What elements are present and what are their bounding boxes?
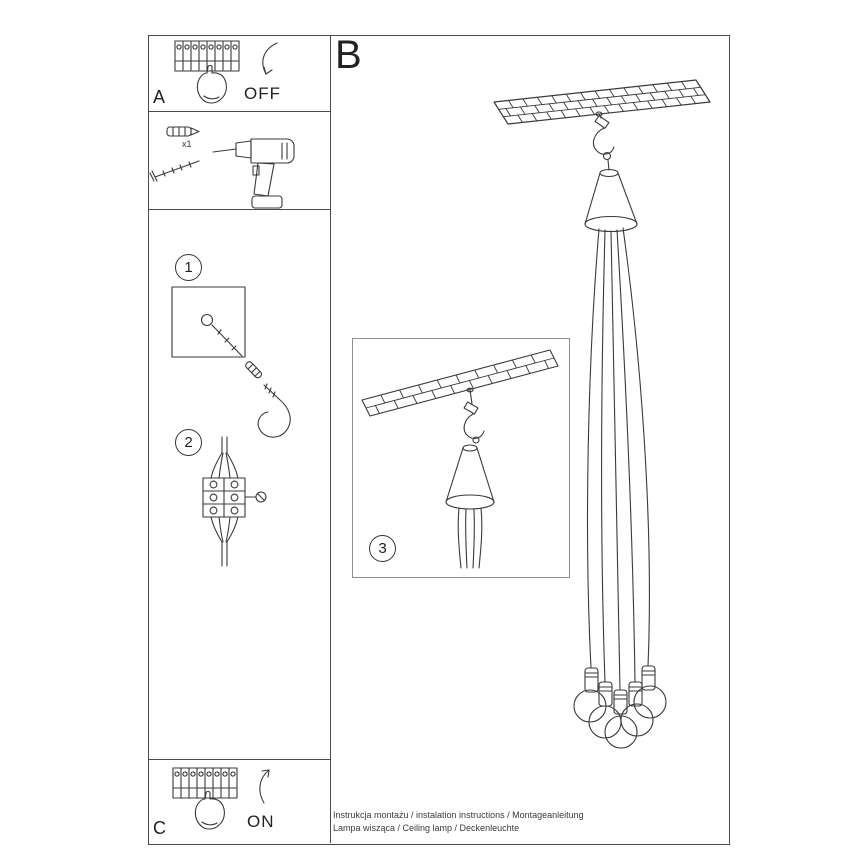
hook (463, 413, 485, 440)
quantity-label: x1 (182, 139, 192, 149)
on-label: ON (247, 812, 275, 831)
pendant-lamp-drawing (493, 79, 711, 749)
power-switch-off-drawing (174, 40, 278, 104)
canopy (584, 168, 638, 233)
divider-above-box-c (148, 759, 331, 760)
step2-wiring-drawing (202, 436, 267, 567)
drill-icon (212, 138, 295, 209)
section-b-label: B (335, 33, 362, 77)
section-c-label: C (153, 818, 166, 838)
ceiling-hook-icon (257, 383, 291, 438)
wall-plug-icon (166, 126, 200, 137)
outer-frame (148, 35, 730, 845)
off-label: OFF (244, 84, 281, 103)
step-1-badge: 1 (175, 254, 202, 281)
hook-clip (463, 401, 479, 415)
step-3-number: 3 (378, 540, 387, 557)
power-switch-on-drawing (172, 767, 270, 830)
divider-under-tools-box (148, 209, 331, 210)
step3-inset-box (352, 338, 570, 578)
screw-icon (149, 160, 200, 182)
screw-callout-icon (244, 491, 267, 503)
wall-anchor-icon (245, 361, 263, 379)
hook-clip (594, 115, 610, 129)
step-2-badge: 2 (175, 429, 202, 456)
footer-text: Instrukcja montażu / instalation instruc… (333, 809, 584, 835)
hook (592, 127, 615, 155)
footer-line-2: Lampa wisząca / Ceiling lamp / Deckenleu… (333, 823, 520, 833)
footer-line-1: Instrukcja montażu / instalation instruc… (333, 810, 584, 820)
cables (457, 507, 483, 569)
step-2-number: 2 (184, 434, 193, 451)
column-divider (330, 35, 331, 843)
on-arrow-icon (259, 769, 270, 804)
step-1-number: 1 (184, 259, 193, 276)
off-arrow-icon (262, 42, 278, 75)
step1-mounting-drawing (171, 286, 291, 438)
canopy (445, 444, 495, 510)
cables (586, 227, 650, 691)
step-3-badge: 3 (369, 535, 396, 562)
section-a-label: A (153, 87, 166, 107)
light-bulbs (573, 685, 667, 749)
divider-under-box-a (148, 111, 331, 112)
lamp-sockets (584, 665, 656, 715)
drill-hole (200, 313, 214, 327)
wall-square (171, 286, 246, 358)
ceiling-panel (361, 349, 559, 417)
tools-drawing (149, 126, 295, 209)
step3-hanging-drawing (361, 349, 559, 569)
